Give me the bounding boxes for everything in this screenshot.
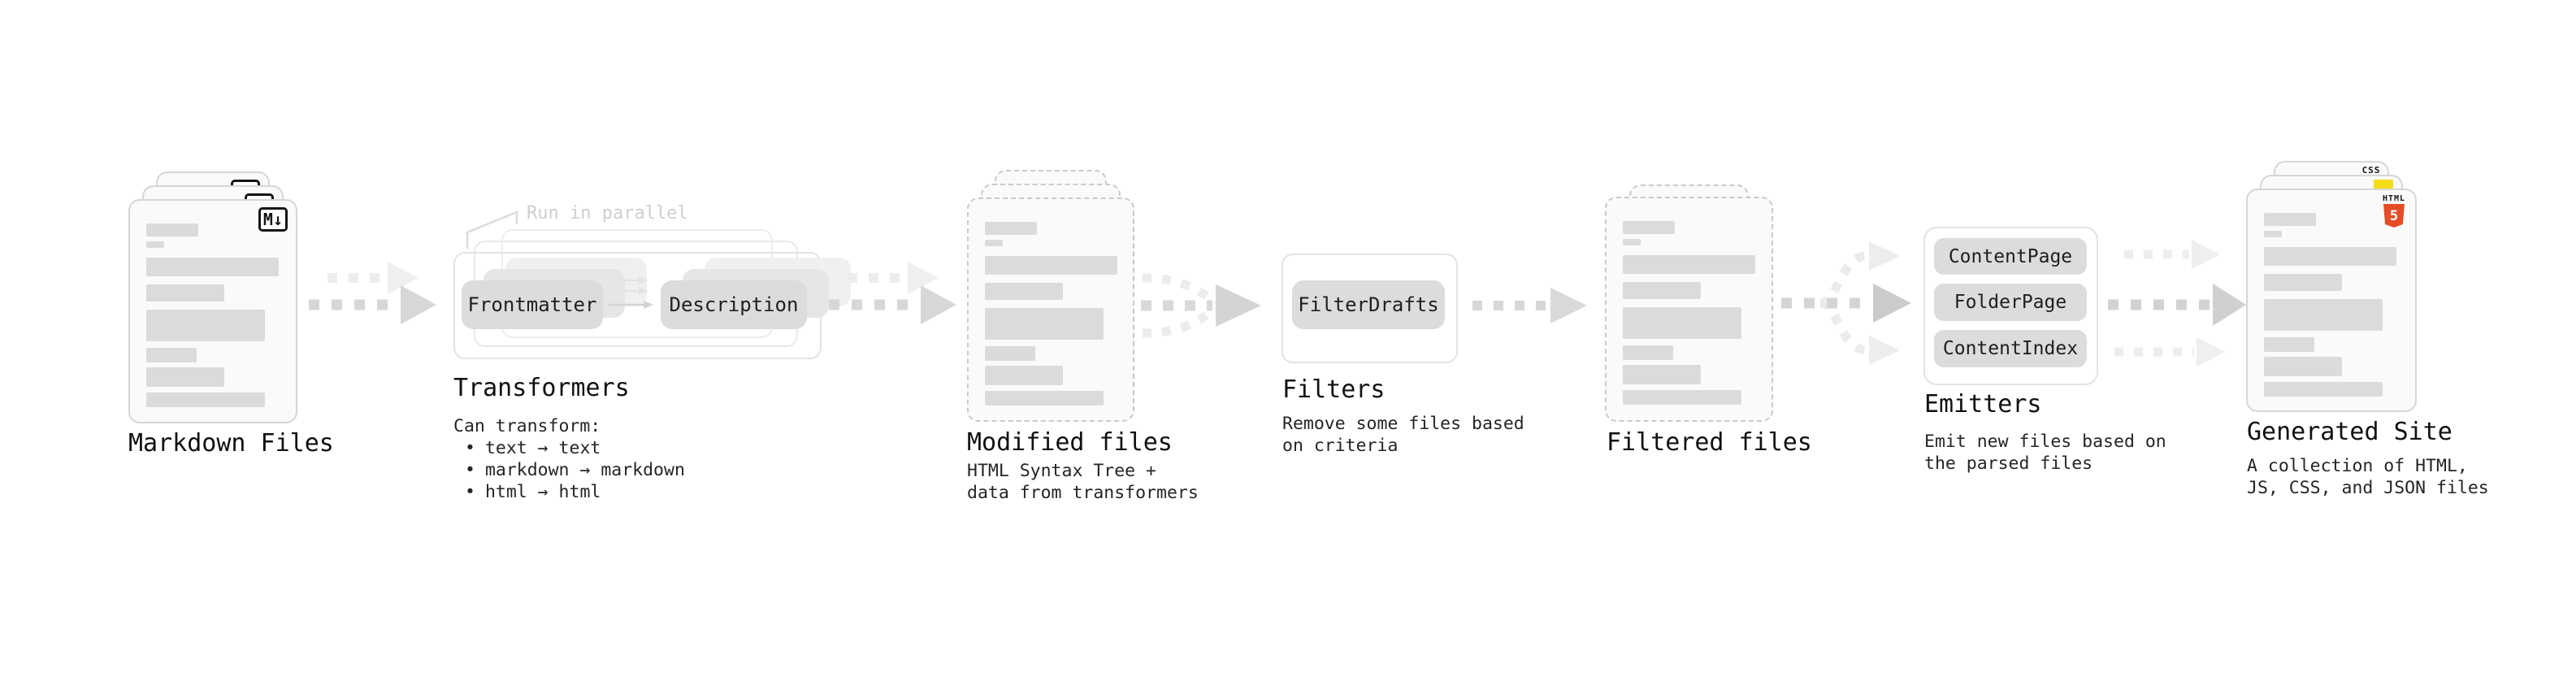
html5-shield-icon: 5 — [2383, 204, 2405, 228]
flow-arrow-filters-to-filtered — [1472, 288, 1587, 323]
description-line: on criteria — [1282, 436, 1399, 456]
css-icon-label: CSS — [2361, 165, 2381, 176]
flow-arrows-emitters-to-generated — [2108, 240, 2246, 367]
bullet-text: text → text — [484, 438, 601, 458]
bullet-text: markdown → markdown — [484, 460, 685, 480]
flow-arrow-transformers-to-modified — [829, 262, 956, 324]
stage-title-transformers: Transformers — [453, 374, 630, 402]
transformer-pill-frontmatter: Frontmatter — [462, 280, 603, 329]
description-line: Emit new files based on — [1924, 432, 2166, 452]
bullet-text: html → html — [484, 482, 601, 502]
stage-title-emitters: Emitters — [1924, 390, 2042, 419]
transform-capability-item: • html → html — [453, 481, 685, 503]
stage-title-filters: Filters — [1282, 375, 1386, 404]
stage-title-modified-files: Modified files — [967, 428, 1173, 457]
transformers-description: Can transform: • text → text • markdown … — [453, 415, 685, 503]
filter-pill-filterdrafts: FilterDrafts — [1292, 280, 1445, 329]
description-line: JS, CSS, and JSON files — [2247, 478, 2489, 498]
bullet-icon: • — [465, 438, 475, 458]
html5-icon-label: HTML — [2383, 194, 2406, 203]
emitter-pill-contentpage: ContentPage — [1934, 238, 2087, 275]
emitter-pill-contentindex: ContentIndex — [1934, 330, 2087, 367]
filtered-file-card-front — [1605, 197, 1773, 422]
transform-capability-item: • markdown → markdown — [453, 459, 685, 481]
transform-capability-item: • text → text — [453, 437, 685, 459]
flow-arrow-filtered-to-emitters-split — [1781, 241, 1911, 365]
run-in-parallel-leader-line — [466, 210, 518, 249]
modified-files-description: HTML Syntax Tree + data from transformer… — [967, 460, 1199, 504]
emitters-description: Emit new files based on the parsed files — [1924, 431, 2166, 475]
markdown-icon: M↓ — [258, 207, 288, 232]
bullet-icon: • — [465, 460, 475, 480]
document-content-placeholder — [2264, 213, 2396, 397]
flow-arrow-markdown-to-transformers — [309, 262, 436, 324]
modified-file-card-front — [967, 197, 1134, 422]
transformers-body-heading: Can transform: — [453, 416, 601, 436]
description-line: HTML Syntax Tree + — [967, 461, 1156, 481]
flow-arrow-modified-to-filters-merge — [1141, 273, 1261, 338]
transformer-internal-arrows — [608, 276, 653, 309]
generated-file-card-html: HTML 5 — [2246, 189, 2417, 412]
stage-title-generated-site: Generated Site — [2247, 418, 2452, 446]
run-in-parallel-note: Run in parallel — [527, 203, 688, 223]
description-line: Remove some files based — [1282, 414, 1524, 434]
emitter-pill-folderpage: FolderPage — [1934, 284, 2087, 321]
document-content-placeholder — [1623, 221, 1755, 405]
html5-shield-number: 5 — [2389, 207, 2399, 224]
bullet-icon: • — [465, 482, 475, 502]
document-content-placeholder — [985, 222, 1117, 406]
filters-description: Remove some files based on criteria — [1282, 413, 1524, 457]
description-line: data from transformers — [967, 483, 1199, 503]
document-content-placeholder — [146, 223, 279, 407]
markdown-file-card-front: M↓ — [128, 199, 297, 423]
generated-site-description: A collection of HTML, JS, CSS, and JSON … — [2247, 455, 2489, 499]
html5-file-icon: HTML 5 — [2383, 194, 2405, 228]
transformer-pill-description: Description — [661, 280, 807, 329]
description-line: the parsed files — [1924, 453, 2093, 474]
js-file-icon — [2374, 180, 2393, 189]
stage-title-markdown-files: Markdown Files — [128, 429, 334, 458]
description-line: A collection of HTML, — [2247, 456, 2468, 476]
stage-title-filtered-files: Filtered files — [1607, 428, 1812, 457]
